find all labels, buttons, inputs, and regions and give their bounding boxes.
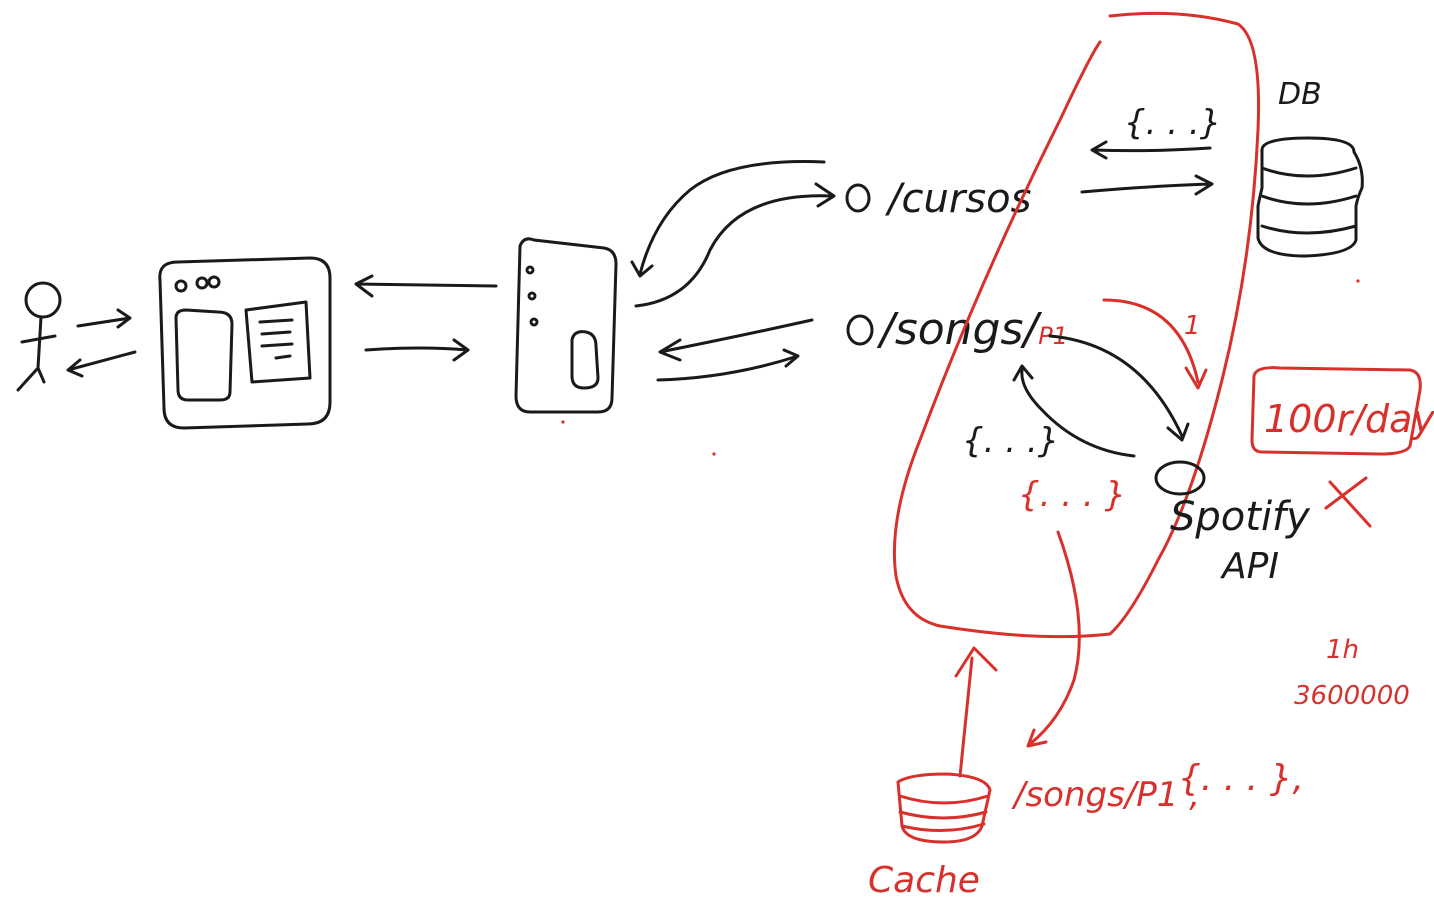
rate-limit-box: 100r/day	[1250, 366, 1434, 456]
backend-boundary	[892, 11, 1261, 639]
cache-entry-key: /songs/P1 ,	[1011, 775, 1200, 815]
database: DB	[1256, 77, 1364, 283]
api-label: API	[1220, 546, 1279, 587]
db-label: DB	[1278, 77, 1322, 112]
songs-arrows	[656, 318, 814, 382]
user-stick-figure	[16, 281, 62, 392]
db-arrows	[1080, 140, 1214, 196]
cross-mark	[1324, 476, 1372, 528]
step-one-arrow: 1	[1102, 298, 1208, 390]
user-browser-arrows	[66, 308, 137, 378]
endpoint-songs: /songs/P1	[846, 304, 1068, 355]
endpoint-songs-path: /songs/	[876, 304, 1042, 355]
cache-entry-value: {. . . },	[1178, 758, 1304, 799]
server-device	[514, 237, 618, 424]
cached-json-inner: {. . . }	[1018, 475, 1126, 515]
cache-read-arrow	[954, 646, 998, 778]
seconds-label: 3600000	[1294, 681, 1410, 711]
browser-window	[158, 256, 332, 430]
browser-server-arrows	[354, 274, 498, 362]
rate-limit-label: 100r/day	[1264, 397, 1434, 441]
cache-write-arrow	[1026, 530, 1081, 748]
step-one-label: 1	[1184, 311, 1201, 341]
db-json-response: {. . .}	[1124, 103, 1221, 143]
cache-label: Cache	[868, 860, 980, 901]
spotify-endpoint-circle	[1154, 460, 1206, 496]
spotify-flow: {. . .} Spotify API	[962, 334, 1311, 587]
endpoint-cursos-label: /cursos	[885, 176, 1031, 222]
endpoint-cursos: /cursos	[845, 176, 1031, 222]
cache-store: Cache	[868, 772, 992, 901]
cursos-arrows	[630, 160, 836, 308]
spotify-json-response: {. . .}	[962, 421, 1059, 461]
endpoint-songs-label: /songs/P1	[876, 304, 1068, 355]
spotify-label: Spotify	[1170, 494, 1311, 540]
one-hour-label: 1h	[1326, 635, 1359, 665]
